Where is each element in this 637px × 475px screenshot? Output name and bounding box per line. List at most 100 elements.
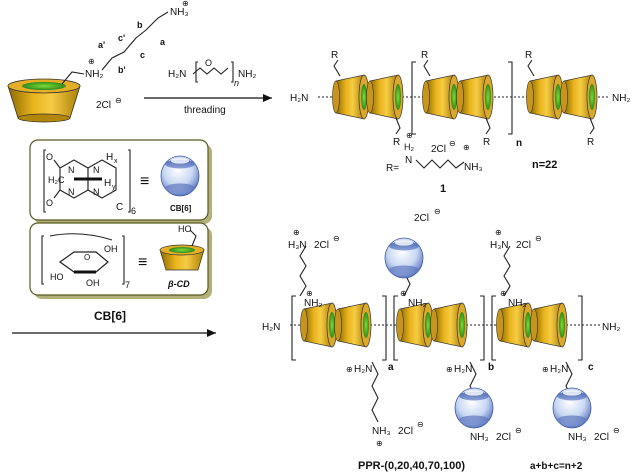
product1-brackets — [411, 61, 513, 135]
cb6-hy-sub: y — [112, 184, 116, 191]
cd-panel — [29, 222, 209, 296]
cb6-carbonyl-bottom — [53, 189, 61, 199]
guest-label-c-prime: c' — [118, 33, 125, 43]
ppr-bracket-c — [491, 295, 583, 361]
product1-r-6: R — [587, 137, 594, 148]
ppr-bottom-nh3-1: NH₃ — [372, 426, 391, 437]
cd-glucose-structure — [41, 233, 125, 285]
guest-cyclodextrin — [7, 11, 169, 123]
guest-alkyl-chain — [101, 11, 169, 71]
cd-repeat: 7 — [125, 280, 130, 290]
r-bond-3 — [527, 59, 535, 77]
guest-label-b: b — [137, 20, 143, 30]
cb6-ring-right — [87, 159, 117, 199]
ppr-charge-3b: ⊕ — [500, 289, 507, 298]
cb6-hy: H — [104, 178, 111, 189]
ppr-segment-a: a — [388, 362, 394, 373]
ppr-top-chain-1 — [299, 245, 307, 297]
r-bond-1 — [333, 59, 341, 77]
ppr-bottom-h2n-3: H₂N — [550, 364, 568, 375]
cb6-barrel-icon — [160, 155, 200, 197]
r-def-charge-2: ⊕ — [463, 143, 470, 152]
ppr-top-nh2-2: NH₂ — [408, 298, 426, 309]
ppr-top-chain-3 — [503, 245, 511, 297]
product1-r-4: R — [393, 137, 400, 148]
cd-cavity — [22, 82, 66, 90]
peg-chain — [192, 67, 229, 75]
cb6-equiv: ≡ — [140, 173, 149, 190]
ppr-bracket-b — [393, 295, 485, 361]
cd-oh-1: OH — [104, 244, 118, 254]
cb6-brackets — [43, 149, 131, 213]
cb6-repeat: 6 — [131, 206, 136, 216]
ppr-cb6-bottom-2 — [552, 387, 592, 429]
ppr-top-cl-2: 2Cl — [414, 213, 429, 224]
guest-charge-2: ⊕ — [182, 0, 189, 8]
ppr-top-cl-1: 2Cl — [314, 240, 329, 251]
ppr-right-amine: NH₂ — [602, 322, 620, 333]
ppr-cb6-top — [384, 237, 424, 279]
product1-cd-4 — [456, 74, 494, 120]
r-bond-6 — [589, 117, 595, 135]
guest-counter-ion: 2Cl — [96, 100, 111, 111]
cd-icon-ho: HO — [178, 224, 192, 234]
ppr-charge-1: ⊕ — [293, 228, 300, 237]
ppr-bottom-cl-3: 2Cl — [594, 432, 609, 443]
product-1-rotaxane — [318, 59, 610, 135]
threading-label: threading — [184, 105, 226, 116]
peg-left-amine: H₂N — [168, 69, 186, 80]
ppr-bottom-nh3-3: NH₃ — [568, 432, 587, 443]
ppr-top-nh2-1: NH₂ — [304, 298, 322, 309]
ppr-cd-5 — [496, 302, 534, 348]
cd-name: β-CD — [167, 279, 190, 289]
peg-brackets — [195, 61, 234, 83]
r-def-h2: H₂ — [404, 142, 414, 152]
product1-r-3: R — [525, 50, 532, 61]
ppr-cd-6 — [530, 302, 568, 348]
r-def-nh3: NH₃ — [464, 162, 483, 173]
cd-ring-oxygen: O — [84, 253, 90, 262]
ppr-cb6-bottom-1 — [454, 387, 494, 429]
cb6-step-label: CB[6] — [94, 309, 126, 323]
cb6-n-2: N — [93, 165, 100, 175]
cb6-n-4: N — [93, 187, 100, 197]
ppr-bracket-a — [291, 295, 387, 361]
ppr-bottom-charge-3: ⊕ — [542, 365, 549, 374]
product1-cd-3 — [422, 74, 460, 120]
ppr-name: PPR-(0,20,40,70,100) — [358, 460, 465, 472]
peg-oxygen: O — [205, 58, 212, 68]
guest-label-a-prime: a' — [98, 40, 105, 50]
cb6-o-2: O — [46, 198, 53, 208]
cb6-h2c: H₂C — [48, 175, 65, 185]
product1-n-value: n=22 — [532, 159, 557, 171]
ppr-rotaxane — [290, 245, 600, 423]
ppr-charge-2: ⊕ — [400, 289, 407, 298]
ppr-bottom-charge-2: ⊕ — [446, 365, 453, 374]
ppr-equation: a+b+c=n+2 — [530, 461, 583, 472]
cd-equiv: ≡ — [138, 254, 147, 271]
product1-left-amine: H₂N — [290, 93, 308, 104]
guest-charge-1: ⊕ — [88, 57, 95, 66]
product1-cd-5 — [526, 74, 564, 120]
product1-r-5: R — [483, 137, 490, 148]
cd-bottom-rim — [17, 113, 71, 123]
r-bond-4 — [395, 117, 401, 135]
ppr-bottom-neg-1: ⊖ — [417, 420, 424, 429]
guest-label-b-prime: b' — [118, 65, 126, 75]
product1-r-2: R — [421, 50, 428, 61]
product1-cd-2 — [366, 74, 404, 120]
cb6-structure — [43, 149, 131, 213]
cb6-hx-sub: x — [114, 158, 118, 165]
compound-1-number: 1 — [440, 183, 446, 195]
product1-cd-6 — [560, 74, 598, 120]
r-def-chain — [415, 159, 465, 169]
guest-nh3-label: NH₃ — [170, 7, 189, 18]
ppr-segment-b: b — [488, 362, 494, 373]
ppr-top-nh3-3: H₃N — [490, 240, 509, 251]
ppr-bottom-cl-1: 2Cl — [398, 426, 413, 437]
ppr-cd-1 — [300, 302, 338, 348]
ppr-bottom-cl-2: 2Cl — [496, 432, 511, 443]
guest-label-a: a — [160, 37, 166, 47]
cb6-carbonyl-top — [53, 159, 61, 169]
